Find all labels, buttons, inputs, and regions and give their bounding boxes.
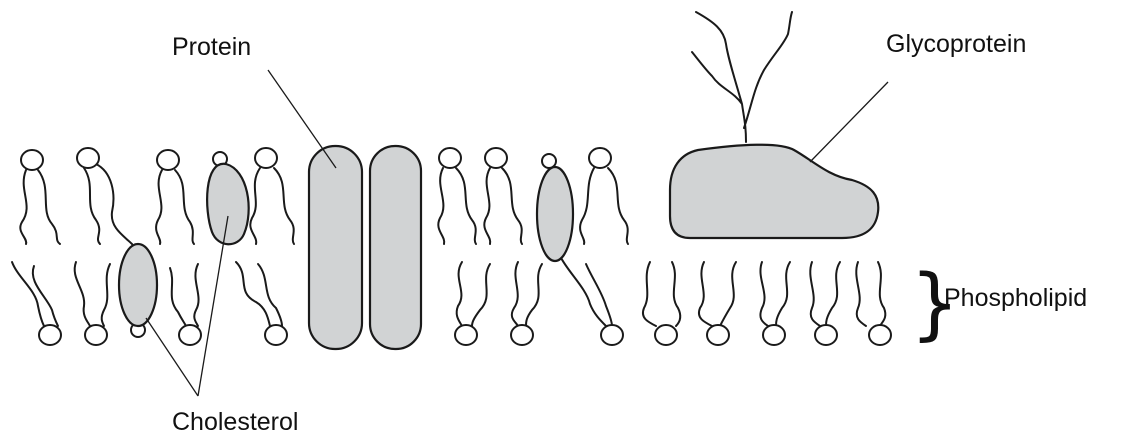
phospholipid-lower-7 bbox=[560, 256, 623, 345]
phospholipid-brace: } bbox=[910, 259, 960, 349]
phospholipid-lower-5 bbox=[455, 262, 490, 345]
phospholipid-upper-1 bbox=[20, 150, 60, 244]
glycoprotein bbox=[670, 12, 878, 238]
glycoprotein-body bbox=[670, 145, 878, 238]
phospholipid-upper-7 bbox=[580, 148, 628, 244]
phospholipid-lower-3 bbox=[170, 264, 201, 345]
phospholipid-lower-9 bbox=[699, 262, 736, 345]
glycoprotein-label: Glycoprotein bbox=[886, 30, 1026, 58]
phospholipid-lower-10 bbox=[760, 262, 790, 345]
phospholipid-lower-11 bbox=[810, 262, 840, 345]
protein-label: Protein bbox=[172, 33, 251, 61]
cholesterol-label: Cholesterol bbox=[172, 408, 298, 436]
phospholipid-lower-4 bbox=[236, 262, 287, 345]
phospholipid-lower-1 bbox=[12, 262, 61, 345]
phospholipid-upper-6 bbox=[484, 148, 522, 244]
phospholipid-lower-6 bbox=[511, 262, 542, 345]
phospholipid-lower-8 bbox=[643, 262, 680, 345]
transmembrane-protein bbox=[309, 146, 421, 349]
phospholipid-lower-12 bbox=[856, 262, 891, 345]
cholesterol-lower bbox=[119, 244, 157, 337]
phospholipid-upper-5 bbox=[438, 148, 476, 244]
phospholipid-upper-2 bbox=[77, 148, 132, 244]
cholesterol-upper-right bbox=[537, 154, 573, 261]
phospholipid-upper-3 bbox=[156, 150, 194, 244]
phospholipid-upper-4 bbox=[250, 148, 294, 244]
carbohydrate-chain bbox=[692, 12, 792, 142]
phospholipid-label: Phospholipid bbox=[944, 284, 1087, 312]
cholesterol-upper-left bbox=[207, 152, 249, 244]
phospholipid-lower-2 bbox=[75, 262, 110, 345]
